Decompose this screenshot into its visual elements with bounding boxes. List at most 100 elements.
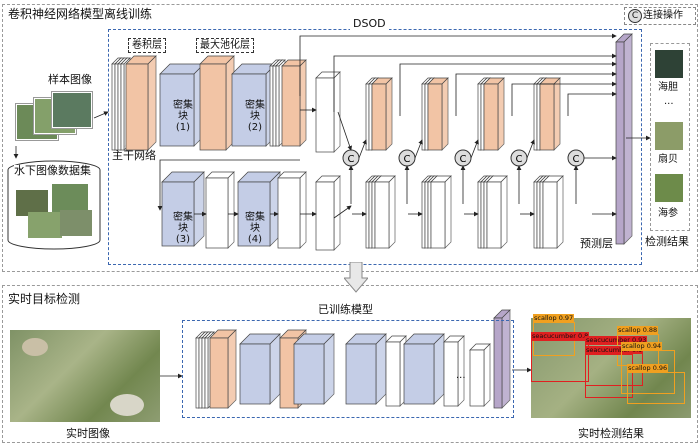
dense-block-2-front: [231, 73, 267, 147]
feature-layer: [371, 77, 393, 151]
conv-layer-front: [269, 65, 274, 147]
feature-layer: [486, 175, 508, 249]
realtime-title: 实时目标检测: [8, 292, 81, 306]
conv-layer-front: [111, 63, 116, 151]
cylinder-shape: [7, 160, 101, 250]
conv-layer: [277, 171, 307, 249]
feature-layer-front: [427, 181, 432, 249]
arrow-link: [414, 139, 423, 159]
arrow-link: [358, 139, 367, 159]
conv-layer: [205, 171, 235, 249]
maxpool-layer-front: [199, 63, 227, 151]
feature-layer-front: [536, 181, 541, 249]
feature-layer-front: [368, 181, 373, 249]
feature-layer-side: [333, 175, 341, 251]
feature-layer-front: [315, 77, 335, 153]
class-scallop: 扇贝: [658, 154, 678, 165]
conv-layer-label: 卷积层: [128, 38, 166, 53]
feature-layer: [483, 77, 505, 151]
maxpool-layer: [199, 55, 235, 151]
conv-layer-side: [227, 171, 235, 249]
dense-block-1-front: [159, 73, 195, 147]
model-conv-layer: [443, 335, 465, 407]
offline-title: 卷积神经网络模型离线训练: [8, 7, 153, 21]
class-urchin: 海胆: [658, 82, 678, 93]
scallop-shape: [110, 394, 144, 416]
feature-layer-front: [477, 83, 482, 151]
feature-layer-side: [444, 175, 452, 249]
model-dense-block-front: [403, 343, 435, 405]
down-arrow: [342, 261, 370, 294]
dense-block-2-label: 密集块(2): [245, 100, 265, 133]
maxpool-layer-front: [125, 63, 149, 151]
detection-box: scallop 0.96: [627, 364, 685, 404]
feature-layer-side: [385, 77, 393, 151]
feature-layer: [315, 71, 341, 153]
detection-box: seacucumber 0.8: [531, 332, 590, 382]
feature-layer-front: [483, 83, 499, 151]
maxpool-layer-front: [281, 65, 301, 147]
detection-label: scallop 0.88: [617, 326, 659, 334]
model-prediction-layer-front: [493, 317, 503, 409]
sample-image: [52, 92, 92, 128]
skip-link: [299, 33, 617, 96]
arrow-sample-to-net: [93, 111, 109, 119]
feature-layer: [427, 77, 449, 151]
feature-layer-front: [539, 83, 555, 151]
feature-layer-front: [365, 83, 370, 151]
prediction-layer-front: [615, 41, 625, 245]
model-conv-layer-front: [443, 341, 459, 407]
model-dense-block: [293, 333, 335, 405]
conv-layer-front: [117, 63, 122, 151]
model-ellipsis: ...: [456, 370, 466, 381]
conv-layer-front: [114, 63, 119, 151]
feature-layer-front: [368, 83, 373, 151]
model-prediction-layer: [493, 309, 511, 409]
detection-label: scallop 0.96: [627, 364, 669, 372]
dsod-label: DSOD: [350, 17, 389, 31]
model-dense-block-front: [345, 343, 377, 405]
maxpool-layer-side: [147, 55, 157, 151]
prediction-layer: [615, 33, 633, 245]
feature-layer-side: [441, 77, 449, 151]
concat-node-label: C: [404, 154, 411, 165]
detection-box: seacucumber 0.9: [585, 346, 644, 398]
detection-results-label: 检测结果: [645, 235, 689, 248]
feature-layer-front: [374, 181, 390, 249]
model-conv-layer-front: [469, 349, 485, 407]
arrow-link: [333, 205, 352, 219]
feature-layer-front: [427, 83, 443, 151]
maxpool-layer: [281, 59, 307, 147]
conv-layer-front: [277, 177, 301, 249]
feature-layer-front: [536, 83, 541, 151]
model-dense-block: [345, 333, 387, 405]
feature-layer-front: [486, 181, 502, 249]
scallop-thumbnail: [655, 122, 683, 150]
feature-layer-front: [424, 181, 429, 249]
sample-image-stack: [16, 92, 92, 144]
dense-block-1-label: 密集块(1): [173, 100, 193, 133]
concat-node-label: C: [516, 154, 523, 165]
arrow-link: [526, 139, 535, 159]
realtime-results-label: 实时检测结果: [578, 427, 644, 440]
model-conv-layer: [469, 343, 491, 407]
legend-concat: C 连接操作: [624, 7, 696, 25]
model-dense-block-front: [293, 343, 325, 405]
skip-link: [511, 81, 617, 116]
feature-layer-side: [388, 175, 396, 249]
concat-legend-icon: C: [628, 9, 642, 23]
feature-layer-front: [421, 181, 426, 249]
feature-layer-front: [483, 181, 488, 249]
dataset-cylinder: 水下图像数据集: [6, 160, 102, 252]
skip-link: [333, 53, 617, 112]
skip-link: [455, 71, 617, 116]
skip-link: [567, 91, 617, 116]
feature-layer-side: [497, 77, 505, 151]
urchin-thumbnail: [655, 50, 683, 78]
maxpool-layer-side: [299, 59, 307, 147]
feature-layer: [374, 175, 396, 249]
feature-layer-front: [371, 181, 376, 249]
detection-label: scallop 0.97: [533, 314, 575, 322]
